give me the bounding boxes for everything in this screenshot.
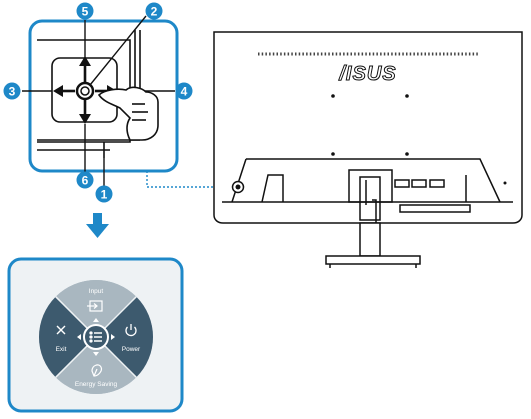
monitor-back: [213, 31, 523, 236]
monitor-joystick[interactable]: [231, 180, 245, 194]
menu-icon: [89, 331, 102, 343]
joystick-button[interactable]: [75, 81, 95, 101]
power-icon: [125, 324, 137, 337]
down-arrow-icon: [86, 213, 109, 238]
svg-text:1: 1: [101, 188, 108, 202]
svg-text:4: 4: [181, 85, 188, 99]
svg-text:6: 6: [82, 174, 89, 188]
osd-top-sector[interactable]: [55, 280, 137, 337]
osd-left-sector[interactable]: [39, 296, 96, 378]
dotted-leader: [146, 171, 232, 188]
energy-saving-icon: [91, 364, 103, 377]
close-icon: [56, 325, 66, 335]
svg-text:2: 2: [151, 5, 158, 19]
callout-2: 2: [145, 2, 163, 20]
osd-exit-label: Exit: [56, 346, 67, 353]
mount-screws: [331, 94, 507, 185]
osd-right-sector[interactable]: [96, 296, 153, 378]
osd-direction-triangles: [77, 318, 115, 356]
osd-energy-saving-label: Energy Saving: [75, 381, 118, 388]
callout-5: 5: [76, 2, 94, 20]
monitor-stand: [325, 222, 421, 268]
svg-text:5: 5: [82, 5, 89, 19]
input-icon: [87, 300, 103, 312]
hand-icon: [97, 86, 159, 141]
callout-6: 6: [76, 171, 94, 189]
osd-input-label: Input: [89, 288, 104, 295]
osd-center-button[interactable]: [83, 324, 109, 350]
callout-4: 4: [175, 82, 193, 100]
svg-text:3: 3: [9, 85, 16, 99]
callout-1: 1: [95, 185, 113, 203]
osd-power-label: Power: [122, 346, 141, 353]
callout-3: 3: [3, 82, 21, 100]
brand-logo: /ISUS: [338, 63, 396, 85]
